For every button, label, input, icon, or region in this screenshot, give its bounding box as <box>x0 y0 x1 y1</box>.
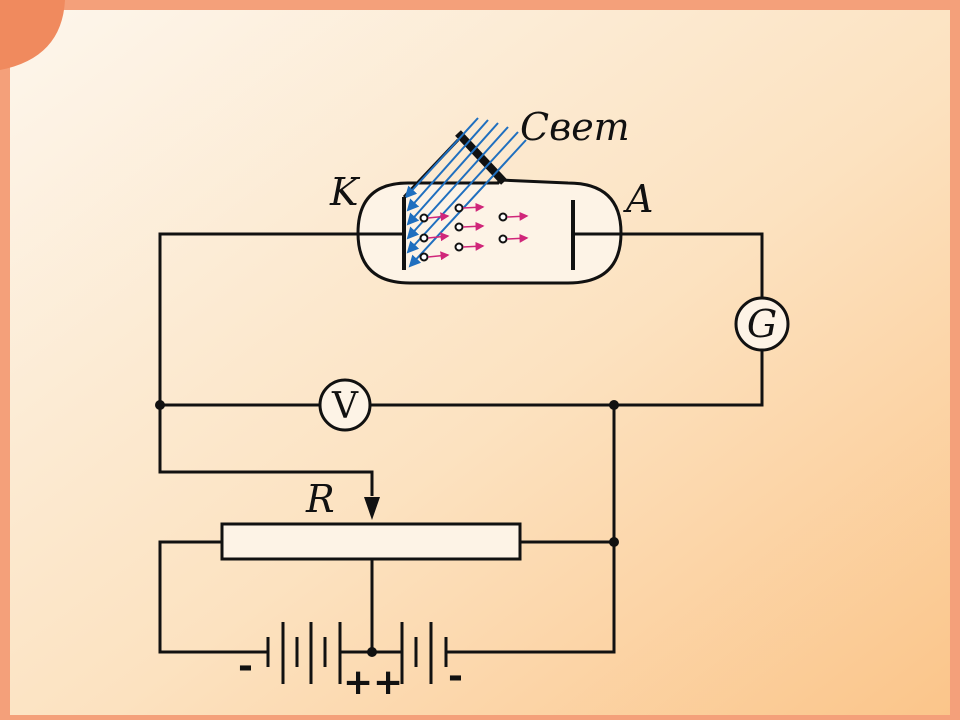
electrons <box>419 202 529 262</box>
circuit-wires <box>158 232 764 654</box>
photocell <box>356 117 623 285</box>
battery-minus-right: - <box>448 656 463 697</box>
electron <box>419 212 450 223</box>
electron <box>498 211 529 222</box>
electron <box>419 232 450 243</box>
electron <box>454 202 485 213</box>
slide-background <box>10 10 950 715</box>
electron <box>454 241 485 252</box>
galvanometer-label: G <box>747 302 777 346</box>
battery-plus-right: + <box>373 662 403 703</box>
battery-left <box>266 622 342 684</box>
battery-plus-left: + <box>343 662 373 703</box>
junction-dot <box>155 400 165 410</box>
light-label: Свет <box>520 105 630 149</box>
rheostat <box>220 522 522 561</box>
electron <box>498 233 529 244</box>
wire-galvanometer-down <box>614 350 764 407</box>
tube-envelope <box>356 178 623 285</box>
electron <box>419 251 450 262</box>
electron <box>454 221 485 232</box>
voltmeter-label: V <box>331 386 359 427</box>
corner-decoration <box>0 0 65 70</box>
anode-label: A <box>623 177 653 221</box>
wire-right-vertical <box>446 405 616 654</box>
battery-right <box>400 622 448 684</box>
cathode-label: K <box>329 170 361 214</box>
battery-minus-left: - <box>238 646 253 687</box>
galvanometer <box>734 296 790 352</box>
rheostat-label: R <box>305 477 335 521</box>
junction-dot <box>367 647 377 657</box>
voltmeter <box>318 378 372 432</box>
junction-dot <box>609 537 619 547</box>
rheostat-slider-arrow <box>364 497 380 520</box>
wire-cathode-left <box>158 232 404 496</box>
junction-dot <box>609 400 619 410</box>
wire-anode-galvanometer <box>573 232 764 298</box>
wire-rheostat-left <box>158 540 268 654</box>
